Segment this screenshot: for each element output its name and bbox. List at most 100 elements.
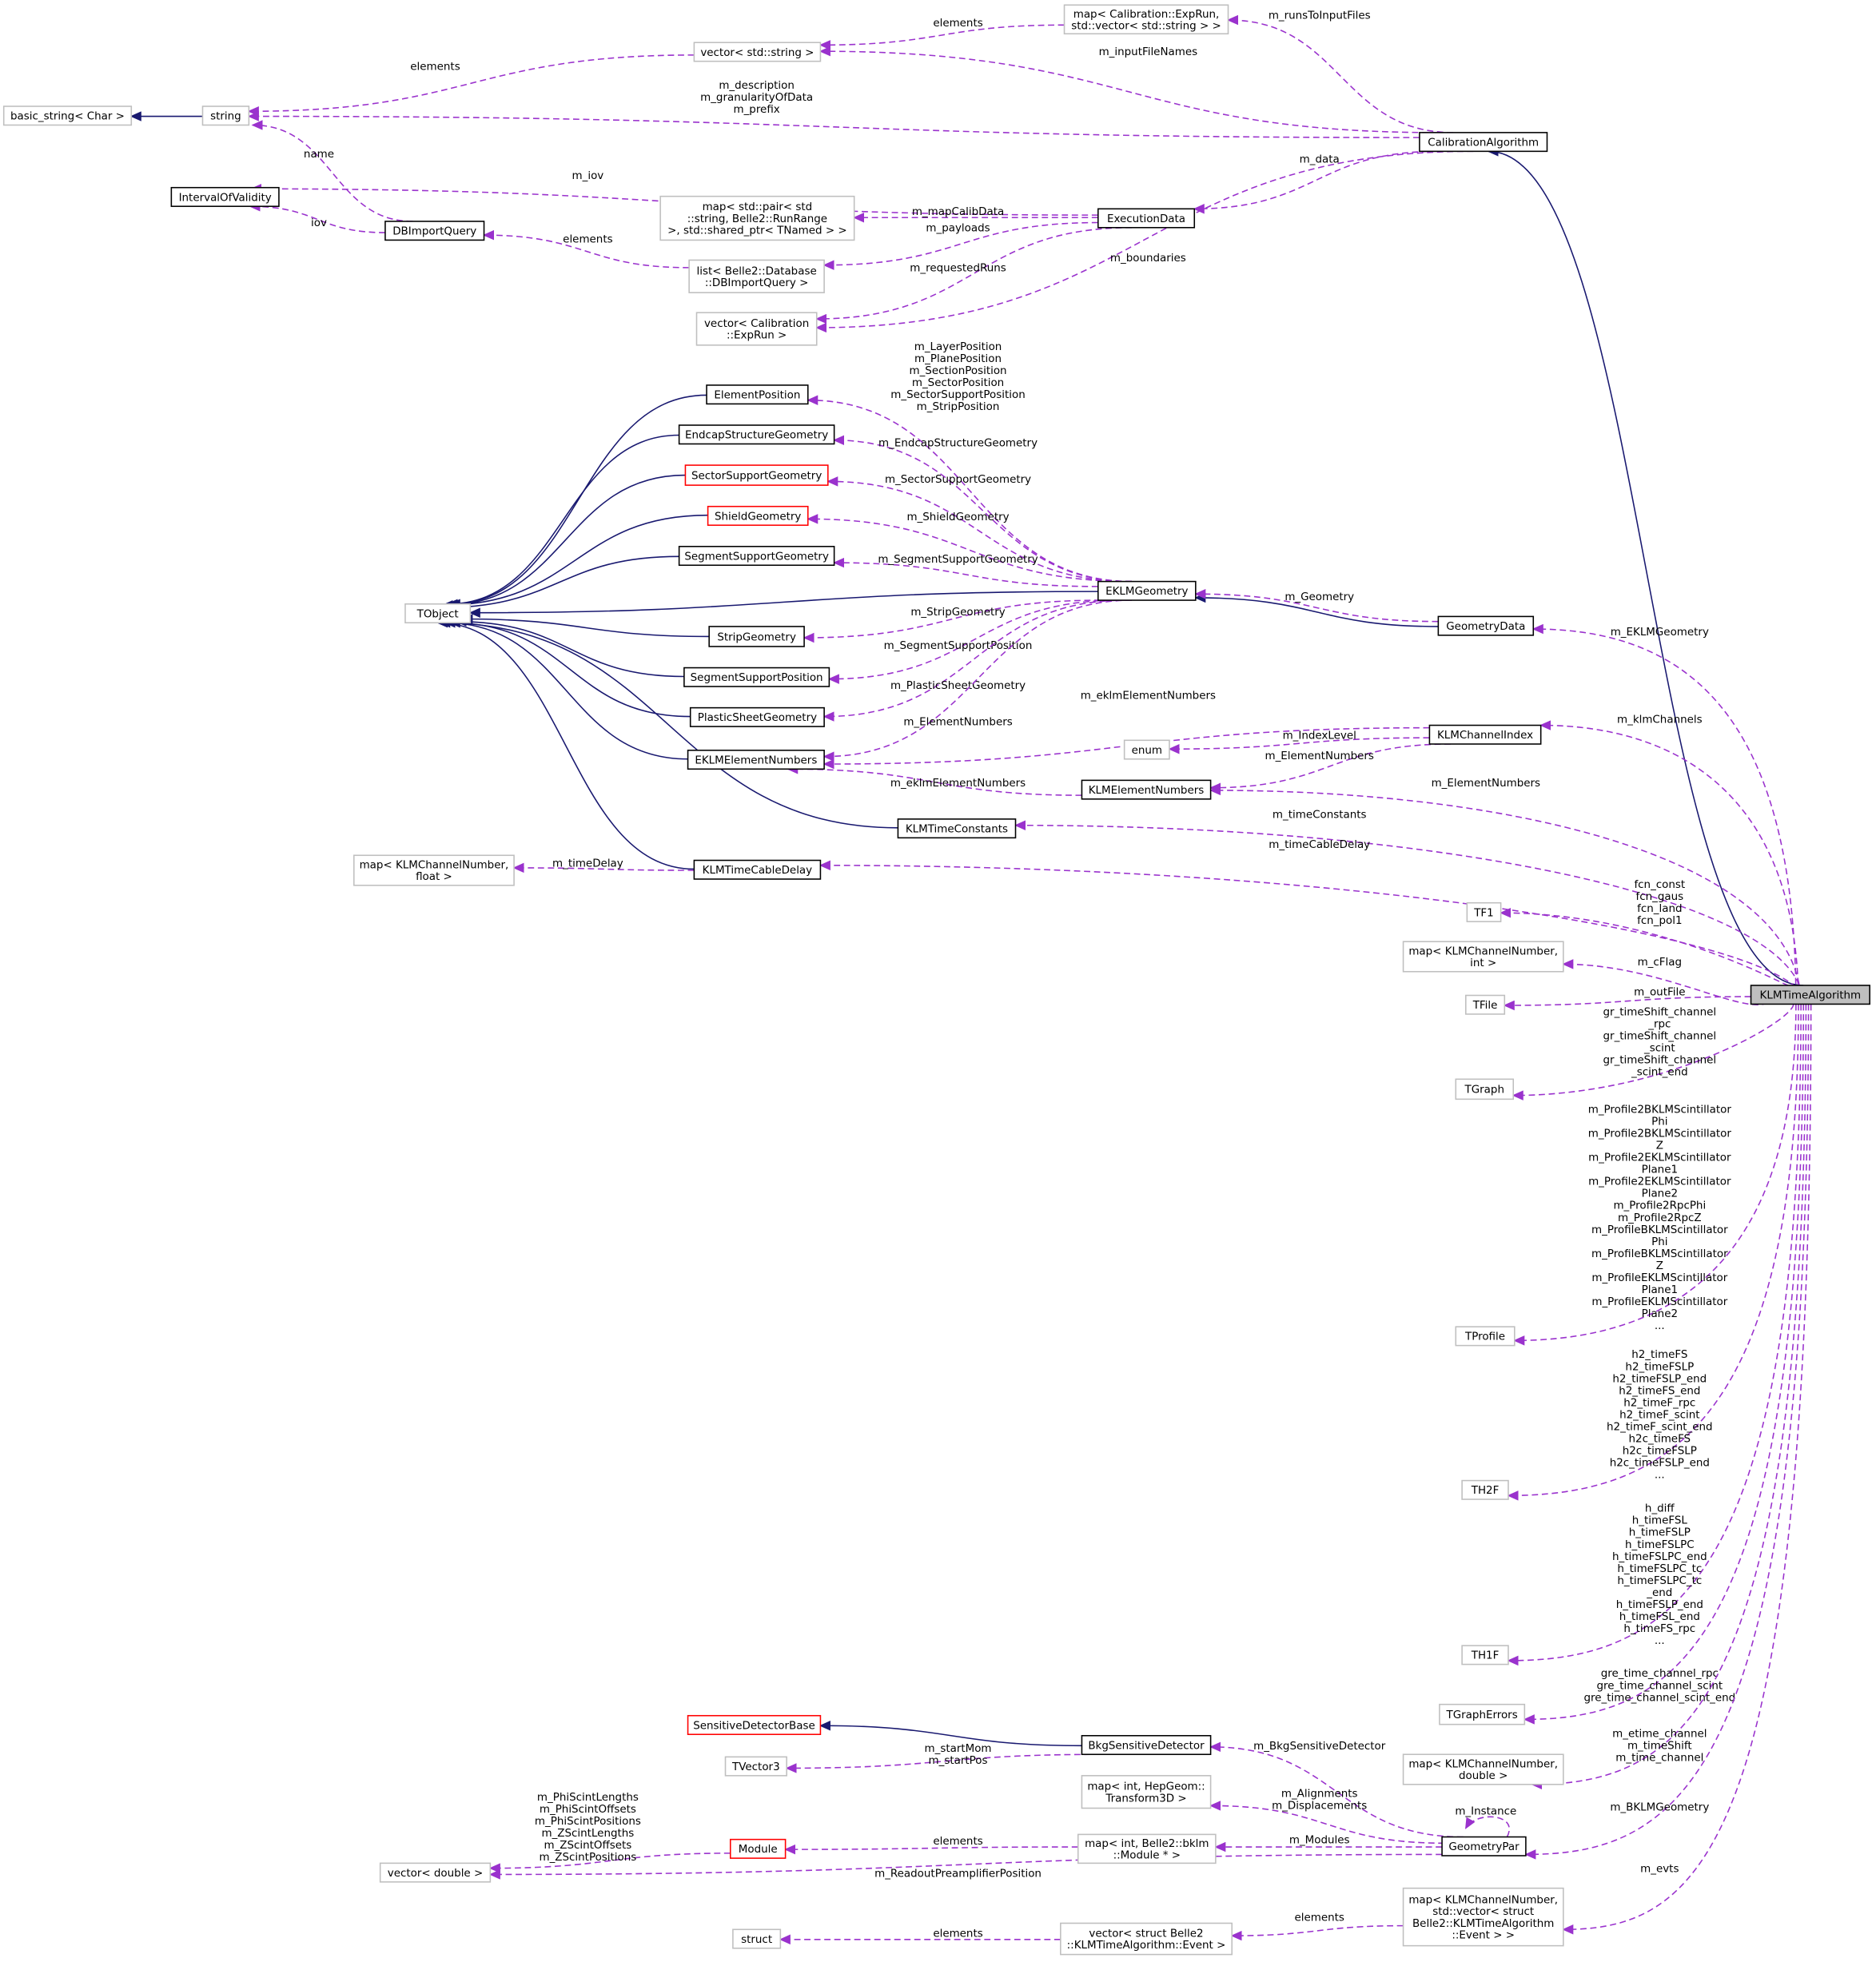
usage-arrow <box>1230 1924 1404 1941</box>
edge-label-line: m_inputFileNames <box>1099 46 1198 58</box>
edge-label-line: m_prefix <box>733 104 779 116</box>
node-box[interactable] <box>678 424 835 445</box>
edge-label-line: m_eklmElementNumbers <box>890 778 1026 790</box>
node-box <box>404 603 472 624</box>
node-sectorsupportgeometry[interactable]: SectorSupportGeometry <box>684 464 829 486</box>
node-box <box>724 1756 787 1777</box>
node-box[interactable] <box>1081 779 1212 800</box>
edge-label-line: m_data <box>1300 153 1340 165</box>
node-box[interactable] <box>687 1714 822 1735</box>
node-box[interactable] <box>729 1838 787 1859</box>
edge-geometrypar-to-vector-double: m_ReadoutPreamplifierPosition <box>488 1853 1443 1880</box>
edge-eklmgeometry-to-eklmelementnumbers: m_ElementNumbers <box>822 599 1133 762</box>
node-box[interactable] <box>1097 580 1197 601</box>
node-box[interactable] <box>683 667 830 687</box>
node-map-exprun: map< Calibration::ExpRun,std::vector< st… <box>1063 4 1229 35</box>
edge-elementposition-to-tobject <box>448 394 707 609</box>
node-box[interactable] <box>1097 208 1196 229</box>
node-th1f: TH1F <box>1461 1645 1509 1666</box>
node-klmchannelindex[interactable]: KLMChannelIndex <box>1428 724 1542 745</box>
edge-label-line: m_PhiScintOffsets <box>540 1804 636 1816</box>
node-label: map< std::pair< std <box>703 201 813 213</box>
node-dbimportquery[interactable]: DBImportQuery <box>384 221 485 241</box>
node-label: ::Event > > <box>1452 1930 1515 1942</box>
node-bkgsensitivedetector[interactable]: BkgSensitiveDetector <box>1081 1734 1212 1756</box>
edge-label-line: m_Geometry <box>1285 591 1354 603</box>
edge-label: m_PlasticSheetGeometry <box>890 680 1026 692</box>
node-endcapstructuregeometry[interactable]: EndcapStructureGeometry <box>678 424 835 445</box>
node-calibrationalgorithm[interactable]: CalibrationAlgorithm <box>1419 132 1548 153</box>
edge-label-line: m_ReadoutPreamplifierPosition <box>874 1868 1042 1880</box>
node-klmtimealgorithm[interactable]: KLMTimeAlgorithm <box>1750 985 1870 1005</box>
node-segmentsupportgeometry[interactable]: SegmentSupportGeometry <box>678 545 835 567</box>
node-box[interactable] <box>684 464 829 486</box>
node-elementposition[interactable]: ElementPosition <box>706 384 809 405</box>
node-intervalofvalidity[interactable]: IntervalOfValidity <box>170 186 280 207</box>
edge-label: elements <box>933 1928 982 1940</box>
node-label: SegmentSupportPosition <box>691 672 823 684</box>
node-executiondata[interactable]: ExecutionData <box>1097 208 1196 229</box>
edge-label-line: h2_timeFS_end <box>1619 1385 1700 1397</box>
edge-klmtimealgorithm-to-klmtimecabledelay: m_timeCableDelay <box>819 839 1807 1005</box>
usage-arrow <box>488 1853 1443 1880</box>
inheritance-arrow <box>436 617 695 870</box>
node-box[interactable] <box>1081 1734 1212 1756</box>
node-box[interactable] <box>1419 132 1548 153</box>
node-enum: enum <box>1123 739 1170 760</box>
edge-stripgeometry-to-tobject <box>461 614 710 638</box>
node-box[interactable] <box>678 545 835 567</box>
edge-label-line: gre_time_channel_scint <box>1597 1680 1723 1692</box>
node-stripgeometry[interactable]: StripGeometry <box>708 626 805 647</box>
node-plasticsheetgeometry[interactable]: PlasticSheetGeometry <box>689 706 825 727</box>
node-segmentsupportposition[interactable]: SegmentSupportPosition <box>683 667 830 687</box>
node-box[interactable] <box>1437 615 1535 636</box>
usage-arrow <box>1168 737 1430 754</box>
edge-calibrationalgorithm-to-executiondata: m_data <box>1193 150 1439 214</box>
usage-arrow <box>1209 743 1452 794</box>
node-klmtimecabledelay[interactable]: KLMTimeCableDelay <box>693 859 822 880</box>
edge-label: m_eklmElementNumbers <box>1081 690 1216 702</box>
node-box[interactable] <box>689 706 825 727</box>
node-geometrypar[interactable]: GeometryPar <box>1441 1836 1527 1857</box>
usage-arrow <box>1523 1004 1805 1725</box>
node-label: IntervalOfValidity <box>179 192 272 204</box>
node-box[interactable] <box>1750 985 1870 1005</box>
node-box[interactable] <box>708 626 805 647</box>
node-label: >, std::shared_ptr< TNamed > > <box>667 225 846 237</box>
node-label: map< KLMChannelNumber, <box>1408 1759 1558 1771</box>
edge-label: elements <box>933 18 982 30</box>
node-vector-string: vector< std::string > <box>693 42 822 62</box>
node-box[interactable] <box>706 384 809 405</box>
node-map-double: map< KLMChannelNumber,double > <box>1402 1753 1564 1785</box>
edge-label-line: m_Profile2EKLMScintillator <box>1588 1176 1731 1188</box>
node-box[interactable] <box>1428 724 1542 745</box>
node-eklmelementnumbers[interactable]: EKLMElementNumbers <box>687 750 825 770</box>
node-box[interactable] <box>707 505 809 526</box>
edge-label-line: m_boundaries <box>1110 253 1186 265</box>
edge-label-line: m_Modules <box>1289 1834 1350 1846</box>
node-label: DBImportQuery <box>392 226 476 238</box>
edge-label-line: m_ElementNumbers <box>1432 778 1540 790</box>
node-sensitivedetectorbase[interactable]: SensitiveDetectorBase <box>687 1714 822 1735</box>
edge-label-line: m_SegmentSupportPosition <box>884 640 1033 652</box>
node-box[interactable] <box>384 221 485 241</box>
node-klmelementnumbers[interactable]: KLMElementNumbers <box>1081 779 1212 800</box>
node-shieldgeometry[interactable]: ShieldGeometry <box>707 505 809 526</box>
usage-arrow <box>1209 785 1802 1005</box>
node-klmtimeconstants[interactable]: KLMTimeConstants <box>897 818 1017 839</box>
node-eklmgeometry[interactable]: EKLMGeometry <box>1097 580 1197 601</box>
node-label: ::DBImportQuery > <box>705 277 809 289</box>
node-geometrydata[interactable]: GeometryData <box>1437 615 1535 636</box>
node-box[interactable] <box>170 186 280 207</box>
edge-label-line: gre_time_channel_rpc <box>1601 1668 1719 1680</box>
node-box[interactable] <box>693 859 822 880</box>
edge-label-line: fcn_gaus <box>1635 891 1683 903</box>
node-box[interactable] <box>687 750 825 770</box>
edge-eklmgeometry-to-endcapstructuregeometry: m_EndcapStructureGeometry <box>833 435 1133 583</box>
node-box[interactable] <box>897 818 1017 839</box>
node-module[interactable]: Module <box>729 1838 787 1859</box>
edge-label: m_boundaries <box>1110 253 1186 265</box>
node-box[interactable] <box>1441 1836 1527 1857</box>
